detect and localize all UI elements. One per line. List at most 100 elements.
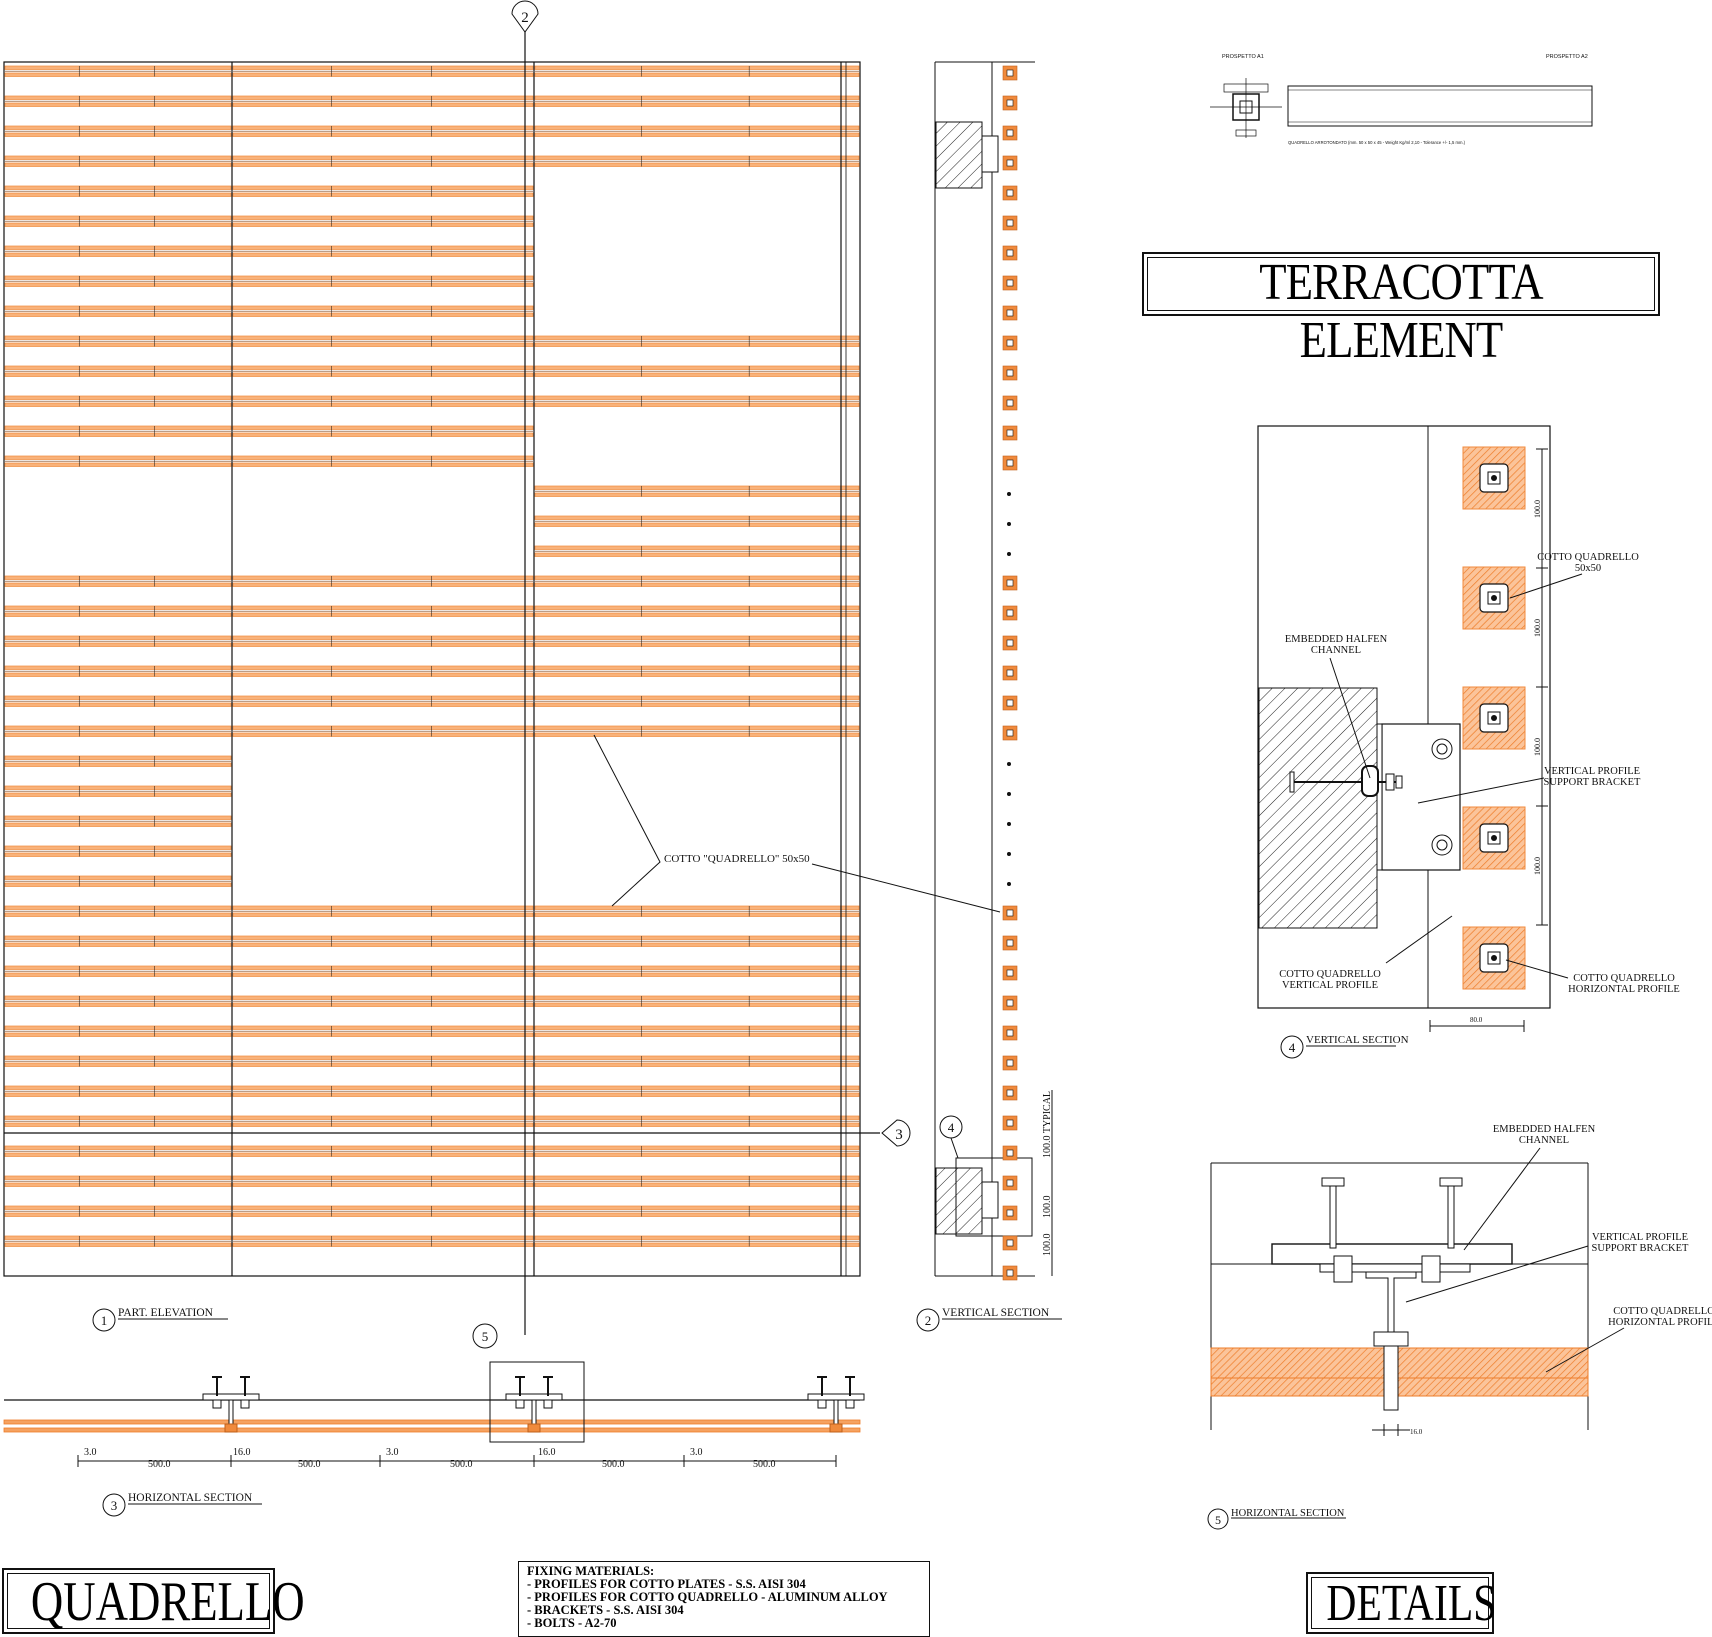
quadrello-rod <box>4 132 232 137</box>
quadrello-rod <box>232 612 534 617</box>
svg-text:80.0: 80.0 <box>1470 1016 1483 1024</box>
svg-text:500.0: 500.0 <box>450 1459 473 1470</box>
svg-text:COTTO QUADRELLO: COTTO QUADRELLO <box>1613 1306 1712 1317</box>
quadrello-rod <box>4 1152 232 1157</box>
quadrello-rod <box>534 1055 860 1060</box>
quadrello-rod <box>534 1122 860 1127</box>
horizontal-section-view: 5 3.0 500.0 16.0 500.0 3.0 500.0 16.0 50… <box>3 1323 865 1517</box>
quadrello-rod <box>4 672 232 677</box>
quadrello-rod <box>4 252 232 257</box>
quadrello-rod <box>232 1025 534 1030</box>
quadrello-rod <box>232 1085 534 1090</box>
quadrello-rod <box>534 335 860 340</box>
svg-text:16.0: 16.0 <box>538 1447 556 1458</box>
elevation-bands <box>4 65 860 1247</box>
quadrello-rod <box>4 875 232 880</box>
quadrello-rod <box>232 245 534 250</box>
quadrello-rod <box>4 845 232 850</box>
quadrello-rod <box>4 942 232 947</box>
quadrello-rod <box>534 125 860 130</box>
quadrello-rod <box>232 672 534 677</box>
quadrello-rod <box>4 65 232 70</box>
quadrello-core <box>1006 1059 1014 1067</box>
quadrello-rod <box>232 605 534 610</box>
svg-text:500.0: 500.0 <box>298 1459 321 1470</box>
quadrello-core <box>1006 1179 1014 1187</box>
quadrello-rod <box>534 1115 860 1120</box>
quadrello-rod <box>534 1212 860 1217</box>
quadrello-rod <box>534 972 860 977</box>
quadrello-rod <box>534 492 860 497</box>
quadrello-rod <box>4 1235 232 1240</box>
quadrello-rod <box>4 305 232 310</box>
quadrello-rod <box>4 725 232 730</box>
svg-text:100.0: 100.0 <box>1533 857 1542 875</box>
quadrello-rod <box>232 305 534 310</box>
quadrello-core <box>1006 309 1014 317</box>
quadrello-rod <box>232 162 534 167</box>
quadrello-rod <box>534 942 860 947</box>
svg-text:VERTICAL PROFILE: VERTICAL PROFILE <box>1592 1232 1688 1243</box>
quadrello-rod <box>534 395 860 400</box>
quadrello-core <box>1006 129 1014 137</box>
quadrello-rod <box>4 1242 232 1247</box>
view-1-label: PART. ELEVATION <box>118 1307 214 1319</box>
fixing-item: - BRACKETS - S.S. AISI 304 <box>527 1603 684 1617</box>
svg-text:3.0: 3.0 <box>84 1447 97 1458</box>
quadrello-rod <box>4 1122 232 1127</box>
quadrello-rod <box>4 732 232 737</box>
quadrello-rod <box>232 102 534 107</box>
quadrello-rod <box>534 1242 860 1247</box>
quadrello-rod <box>4 372 232 377</box>
quadrello-rod <box>232 905 534 910</box>
quadrello-rod <box>4 815 232 820</box>
quadrello-title: QUADRELLO <box>2 1568 305 1634</box>
quadrello-rod <box>232 1242 534 1247</box>
quadrello-rod <box>232 1002 534 1007</box>
quadrello-rod <box>232 462 534 467</box>
quadrello-rod <box>534 545 860 550</box>
quadrello-rod <box>4 972 232 977</box>
quadrello-rod <box>534 582 860 587</box>
quadrello-rod <box>534 522 860 527</box>
quadrello-rod <box>4 425 232 430</box>
quadrello-rod <box>232 215 534 220</box>
quadrello-rod <box>534 905 860 910</box>
quadrello-core <box>1006 999 1014 1007</box>
quadrello-core <box>1006 459 1014 467</box>
profile-point <box>1007 822 1011 826</box>
quadrello-rod <box>534 1152 860 1157</box>
quadrello-rod <box>4 935 232 940</box>
fixing-heading: FIXING MATERIALS: <box>527 1564 655 1578</box>
quadrello-rod <box>232 312 534 317</box>
terracotta-element-title: TERRACOTTA ELEMENT <box>1142 252 1660 369</box>
quadrello-rod <box>534 95 860 100</box>
quadrello-rod <box>4 125 232 130</box>
vertical-section-view: 100.0 TYPICAL 100.0 100.0 4 2 VERTICAL S… <box>916 61 1062 1332</box>
quadrello-rod <box>4 402 232 407</box>
quadrello-rod <box>232 642 534 647</box>
quadrello-core <box>1006 729 1014 737</box>
quadrello-core <box>1006 249 1014 257</box>
nut <box>817 1399 827 1409</box>
svg-text:HORIZONTAL PROFILE: HORIZONTAL PROFILE <box>1608 1317 1712 1328</box>
quadrello-rod <box>4 95 232 100</box>
svg-text:3.0: 3.0 <box>690 1447 703 1458</box>
quadrello-core <box>1006 969 1014 977</box>
quadrello-rod <box>232 582 534 587</box>
quadrello-core <box>1006 1149 1014 1157</box>
quadrello-rod <box>534 65 860 70</box>
fixing-item: - PROFILES FOR COTTO PLATES - S.S. AISI … <box>527 1577 806 1591</box>
quadrello-rod <box>4 462 232 467</box>
profile-clip <box>224 1423 238 1433</box>
quadrello-rod <box>4 1175 232 1180</box>
svg-text:SUPPORT BRACKET: SUPPORT BRACKET <box>1592 1243 1689 1254</box>
quadrello-rod <box>534 1032 860 1037</box>
fixing-item: - PROFILES FOR COTTO QUADRELLO - ALUMINU… <box>527 1590 888 1604</box>
quadrello-core <box>1006 219 1014 227</box>
quadrello-rod <box>4 222 232 227</box>
quadrello-rod <box>232 185 534 190</box>
quadrello-rod <box>4 1115 232 1120</box>
quadrello-sections <box>1462 446 1526 990</box>
quadrello-rod <box>232 125 534 130</box>
